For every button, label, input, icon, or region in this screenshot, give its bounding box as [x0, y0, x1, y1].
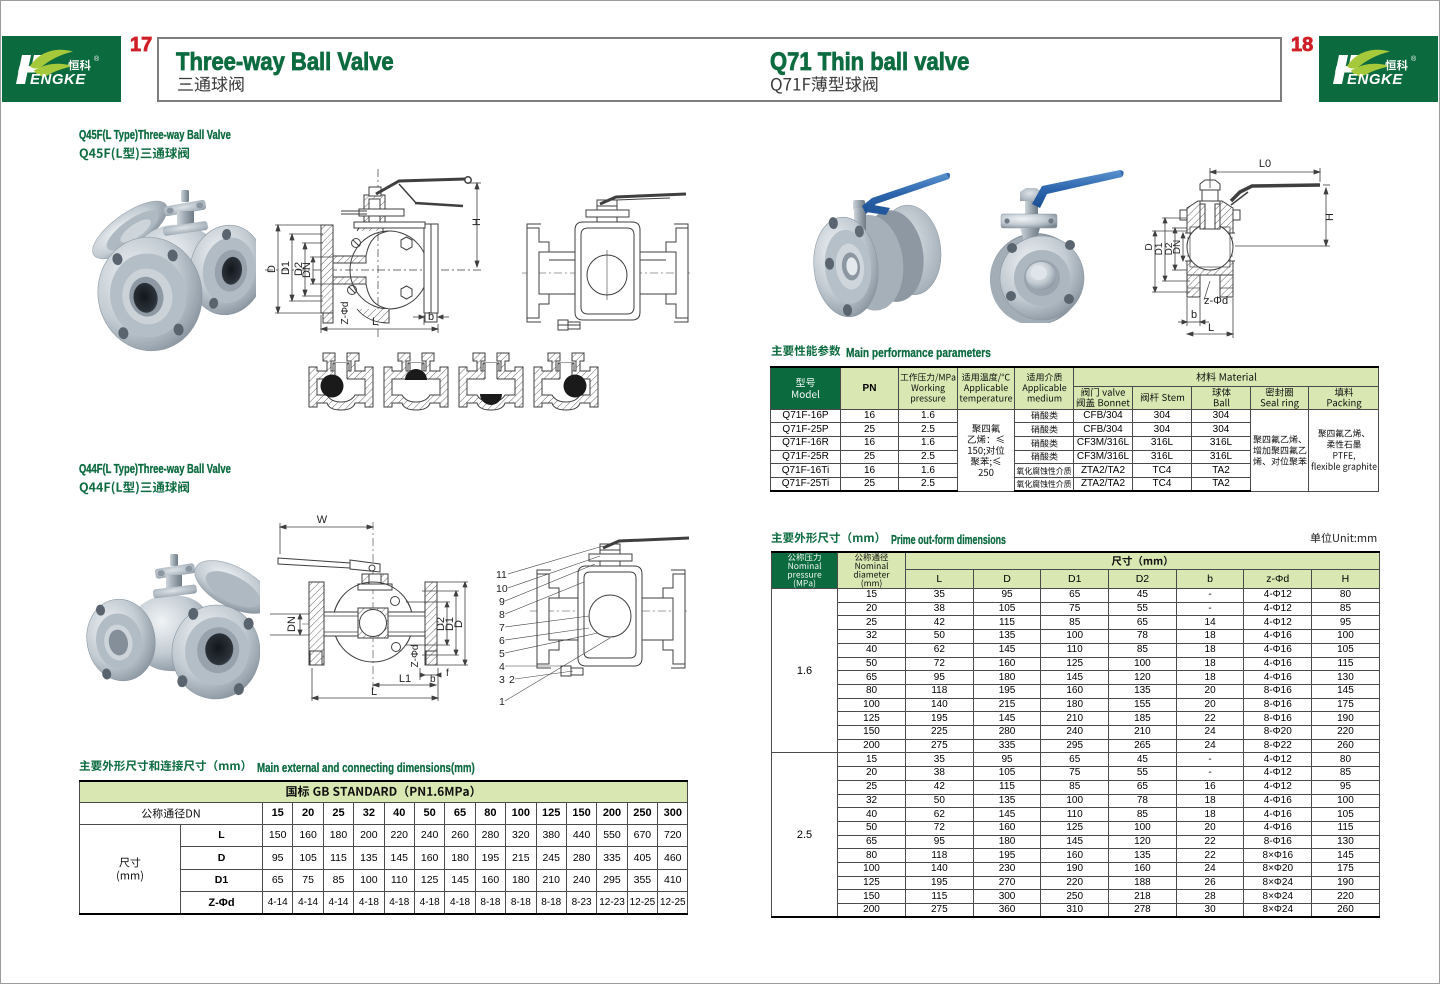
svg-text:b: b	[428, 311, 434, 323]
svg-text:8: 8	[499, 609, 505, 621]
svg-text:L: L	[1208, 322, 1214, 334]
svg-text:5: 5	[499, 648, 505, 660]
svg-text:®: ®	[94, 55, 100, 63]
svg-text:D2: D2	[293, 262, 305, 276]
svg-text:DN: DN	[1172, 240, 1183, 254]
svg-text:®: ®	[1411, 55, 1417, 63]
svg-text:4: 4	[499, 661, 505, 673]
svg-text:D1: D1	[444, 617, 456, 631]
svg-text:DN: DN	[301, 262, 313, 278]
svg-text:W: W	[317, 514, 328, 526]
svg-text:L1: L1	[399, 673, 411, 685]
svg-text:3: 3	[499, 674, 505, 686]
svg-text:D: D	[266, 265, 278, 273]
svg-text:b: b	[1191, 309, 1197, 321]
svg-text:ENGKE: ENGKE	[30, 71, 86, 88]
svg-text:D: D	[1144, 243, 1155, 250]
svg-text:z-Φd: z-Φd	[1204, 295, 1228, 307]
svg-text:7: 7	[499, 622, 505, 634]
svg-text:L: L	[372, 316, 378, 328]
svg-text:H: H	[1324, 213, 1336, 221]
svg-text:L0: L0	[1259, 158, 1271, 170]
svg-text:9: 9	[499, 596, 505, 608]
svg-text:2: 2	[509, 674, 515, 686]
svg-text:b: b	[430, 674, 436, 685]
svg-text:D2: D2	[435, 617, 447, 631]
svg-text:10: 10	[496, 583, 508, 595]
svg-text:f: f	[446, 668, 449, 679]
svg-text:1: 1	[499, 696, 505, 708]
svg-text:6: 6	[499, 635, 505, 647]
svg-text:L: L	[371, 686, 377, 698]
svg-text:ENGKE: ENGKE	[1347, 71, 1403, 88]
svg-text:D2: D2	[1164, 242, 1175, 255]
svg-text:DN: DN	[286, 616, 298, 632]
svg-text:D: D	[453, 620, 465, 628]
svg-text:Z-Φd: Z-Φd	[340, 302, 351, 325]
svg-text:D1: D1	[1154, 242, 1165, 255]
svg-text:11: 11	[496, 569, 507, 581]
svg-text:D1: D1	[280, 261, 292, 275]
svg-text:Z-Φd: Z-Φd	[410, 645, 421, 668]
